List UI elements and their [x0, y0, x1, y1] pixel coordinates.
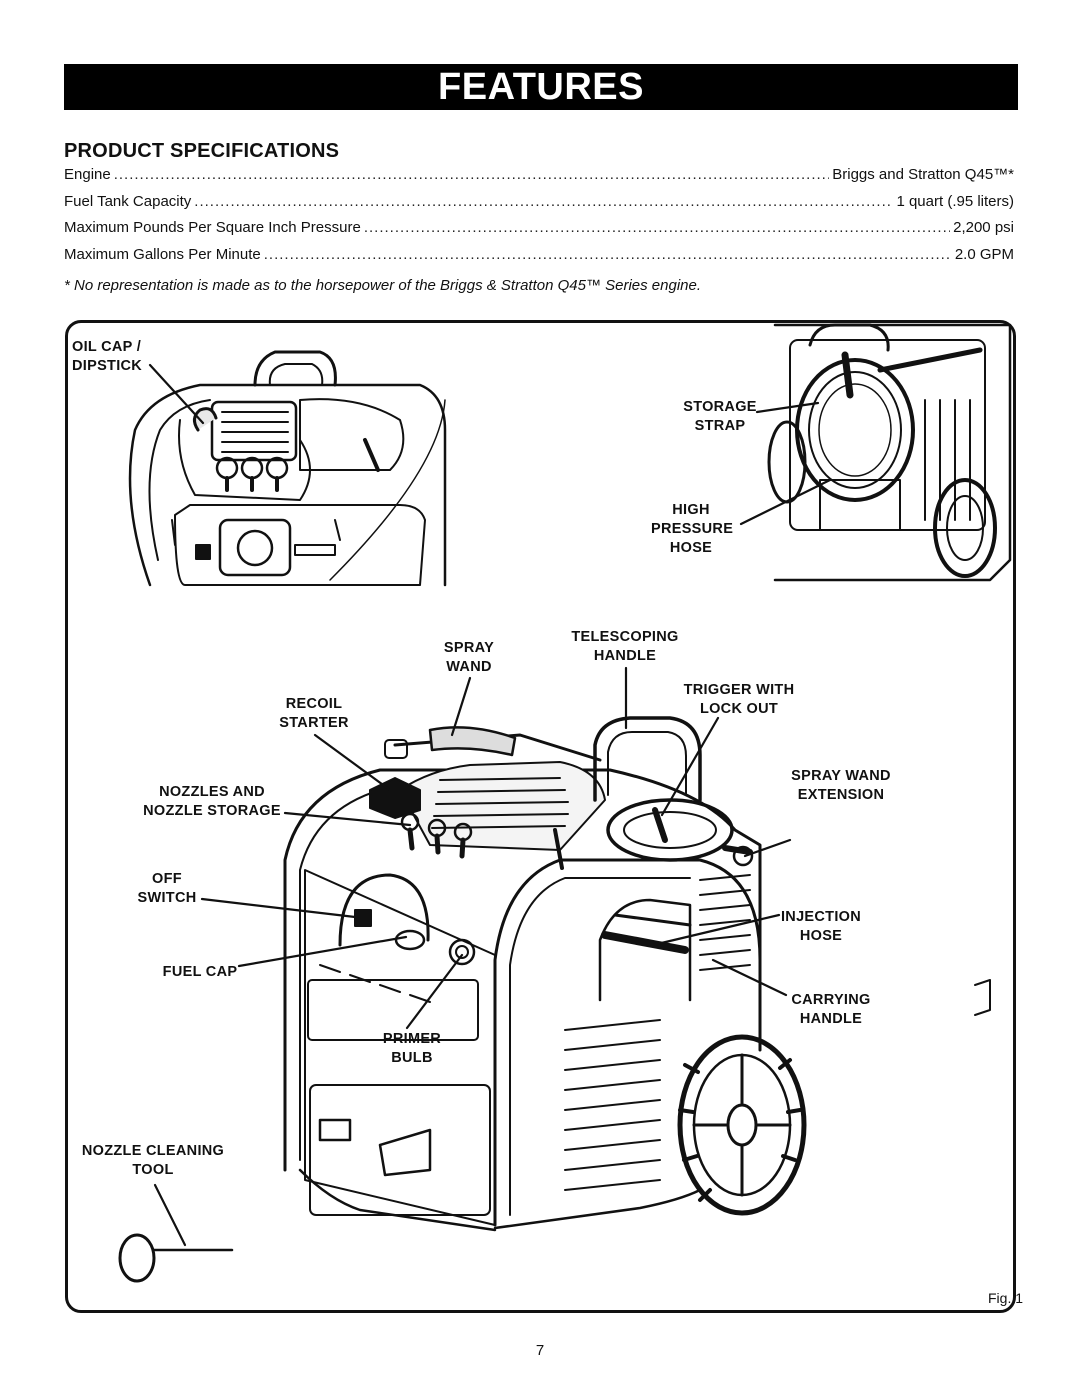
- spec-value: 2,200 psi: [953, 219, 1014, 236]
- callout-fuel-cap: FUEL CAP: [162, 964, 238, 980]
- product-specifications-heading: PRODUCT SPECIFICATIONS: [64, 140, 340, 162]
- callout-trigger-with-lock-out: TRIGGER WITH LOCK OUT: [683, 682, 795, 717]
- features-banner: FEATURES: [64, 64, 1018, 110]
- spec-label: Engine: [64, 166, 111, 183]
- spec-value: 1 quart (.95 liters): [896, 192, 1014, 210]
- spec-row-engine: Engine Briggs and Stratton Q45™*: [64, 166, 1014, 193]
- callout-injection-hose: INJECTION HOSE: [780, 909, 862, 944]
- spec-row-fuel-tank: Fuel Tank Capacity 1 quart (.95 liters): [64, 193, 1014, 220]
- callout-high-pressure-hose: HIGH PRESSURE HOSE: [651, 502, 734, 556]
- callout-nozzle-cleaning-tool: NOZZLE CLEANING TOOL: [81, 1143, 225, 1178]
- rear-view: [767, 323, 1012, 582]
- spec-row-max-gpm: Maximum Gallons Per Minute 2.0 GPM: [64, 246, 1014, 273]
- spec-row-max-psi: Maximum Pounds Per Square Inch Pressure …: [64, 219, 1014, 246]
- callout-storage-strap: STORAGE STRAP: [683, 399, 757, 434]
- leader-lines: [148, 363, 832, 1247]
- engine-top-view: [128, 350, 447, 587]
- spec-value: Briggs and Stratton Q45™*: [832, 166, 1014, 183]
- page-number: 7: [535, 1342, 545, 1359]
- spec-label: Maximum Pounds Per Square Inch Pressure: [64, 219, 361, 236]
- callout-off-switch: OFF SWITCH: [137, 871, 197, 906]
- callout-recoil-starter: RECOIL STARTER: [279, 696, 349, 731]
- figure-frame: [65, 320, 1016, 1313]
- specifications-table: Engine Briggs and Stratton Q45™* Fuel Ta…: [64, 166, 1014, 272]
- figure-label: Fig. 1: [988, 1290, 1024, 1306]
- callout-nozzles-and-storage: NOZZLES AND NOZZLE STORAGE: [143, 784, 281, 819]
- callout-spray-wand: SPRAY WAND: [443, 640, 495, 675]
- callout-spray-wand-extension: SPRAY WAND EXTENSION: [791, 768, 891, 803]
- callout-primer-bulb: PRIMER BULB: [382, 1031, 442, 1066]
- main-pressure-washer: [118, 716, 991, 1283]
- spec-value: 2.0 GPM: [954, 245, 1014, 263]
- callout-oil-cap-dipstick: OIL CAP / DIPSTICK: [72, 339, 143, 374]
- spec-label: Maximum Gallons Per Minute: [64, 245, 261, 263]
- callout-telescoping-handle: TELESCOPING HANDLE: [571, 629, 679, 664]
- callout-carrying-handle: CARRYING HANDLE: [791, 992, 871, 1027]
- horsepower-footnote: * No representation is made as to the ho…: [64, 277, 702, 294]
- spec-label: Fuel Tank Capacity: [64, 192, 192, 210]
